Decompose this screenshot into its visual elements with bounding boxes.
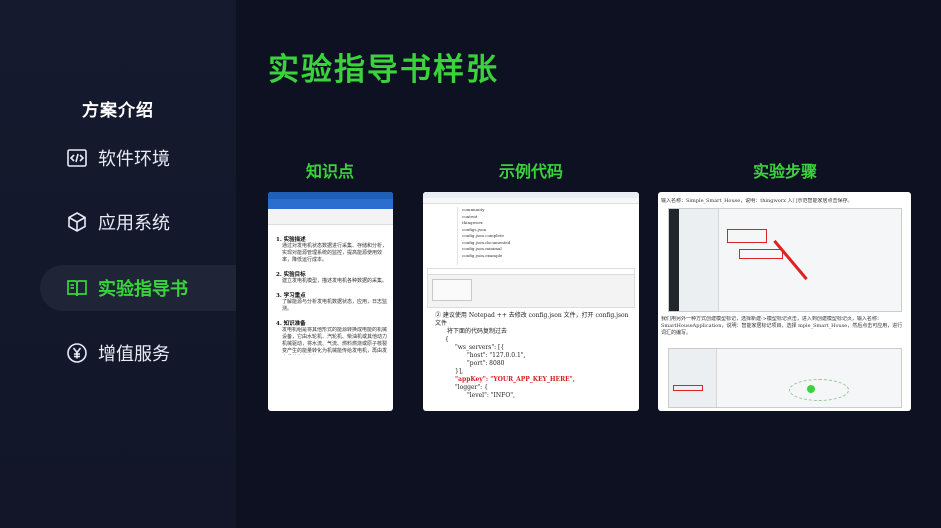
cube-icon bbox=[66, 211, 88, 233]
thingworx-screenshot-1 bbox=[668, 208, 902, 312]
file-item: content bbox=[462, 213, 478, 219]
sidebar-title: 方案介绍 bbox=[82, 101, 154, 121]
thingworx-screenshot-2 bbox=[668, 348, 902, 408]
doc-paragraph: 建立发电机模型，描述发电机各种数据的采集。 bbox=[282, 278, 388, 284]
doc-paragraph: 通过对发电机状态数据进行采集、存储和分析，实现对能源管理系统的监控，提高能源使用… bbox=[282, 243, 388, 263]
sidebar-item-value-added-services[interactable]: 增值服务 bbox=[40, 330, 236, 376]
code-line: "port": 8080 bbox=[467, 360, 505, 367]
sidebar: 方案介绍 软件环境 应用系统 实验指导书 bbox=[0, 0, 236, 528]
instruction-step: 将下面的代码复制过去 bbox=[447, 328, 508, 335]
file-item: community bbox=[462, 207, 485, 212]
sample-code-screenshot: community content thingworx configs.json… bbox=[423, 192, 639, 411]
sidebar-item-application-system[interactable]: 应用系统 bbox=[40, 199, 236, 245]
column-title-knowledge: 知识点 bbox=[305, 162, 354, 181]
file-item: thingworx bbox=[462, 220, 483, 225]
word-title-bar bbox=[268, 192, 393, 199]
doc-heading: 4. 知识准备 bbox=[276, 321, 306, 327]
doc-heading: 3. 学习重点 bbox=[276, 293, 306, 299]
code-line: { bbox=[445, 336, 449, 343]
sidebar-item-software-environment[interactable]: 软件环境 bbox=[40, 135, 236, 181]
sidebar-item-label: 增值服务 bbox=[98, 344, 170, 365]
sidebar-item-label: 软件环境 bbox=[98, 149, 170, 170]
code-line: "host": "127.0.0.1", bbox=[467, 352, 526, 359]
open-book-icon bbox=[66, 277, 88, 299]
file-explorer-list: community content thingworx configs.json… bbox=[457, 207, 633, 265]
instruction-step: ② 建议使用 Notepad ++ 去修改 config.json 文件，打开 … bbox=[435, 312, 629, 327]
page-title: 实验指导书样张 bbox=[268, 52, 499, 88]
file-item: config.json.documented bbox=[462, 239, 511, 245]
step-text: 我们用另外一种方式创建模型标记，选择新建->模型标记点击，进入到创建模型标记页，… bbox=[661, 316, 903, 336]
sidebar-item-lab-guide[interactable]: 实验指导书 bbox=[40, 265, 236, 311]
doc-paragraph: 了解能源与分析发电机数据状态，应用，日志监测。 bbox=[282, 299, 388, 312]
code-window-icon bbox=[66, 147, 88, 169]
code-line: "appKey": "YOUR_APP_KEY_HERE", bbox=[455, 376, 575, 383]
notepad-ribbon bbox=[427, 268, 635, 308]
knowledge-document-screenshot: 1. 实验描述 通过对发电机状态数据进行采集、存储和分析，实现对能源管理系统的监… bbox=[268, 192, 393, 411]
word-ribbon-tabs bbox=[268, 199, 393, 209]
doc-heading: 1. 实验描述 bbox=[276, 237, 306, 243]
lab-steps-screenshot: 输入名称：Simple_Smart_House，说明：thingworx 入门示… bbox=[658, 192, 911, 411]
code-line: "ws_servers": [{ bbox=[455, 344, 505, 351]
code-line: "logger": { bbox=[455, 384, 488, 391]
sidebar-item-label: 应用系统 bbox=[98, 213, 170, 234]
word-ribbon bbox=[268, 209, 393, 225]
doc-heading: 2. 实验目标 bbox=[276, 272, 306, 278]
column-title-lab-steps: 实验步骤 bbox=[752, 162, 817, 181]
yuan-coin-icon bbox=[66, 342, 88, 364]
step-text: 输入名称：Simple_Smart_House，说明：thingworx 入门示… bbox=[661, 198, 853, 204]
file-item: configs.json bbox=[462, 226, 487, 232]
sidebar-item-label: 实验指导书 bbox=[98, 279, 188, 300]
code-line: "level": "INFO", bbox=[467, 392, 515, 399]
file-item: config.json.minimal bbox=[462, 246, 502, 251]
file-item: config.json.example bbox=[462, 252, 503, 258]
file-item: config.json.complete bbox=[462, 233, 504, 238]
code-line: }], bbox=[455, 368, 464, 375]
doc-paragraph: 发电机组是将其他形式的能源转换成电能的机械设备，它由水轮机、汽轮机、柴油机或其他… bbox=[282, 327, 387, 354]
column-title-sample-code: 示例代码 bbox=[498, 162, 563, 181]
